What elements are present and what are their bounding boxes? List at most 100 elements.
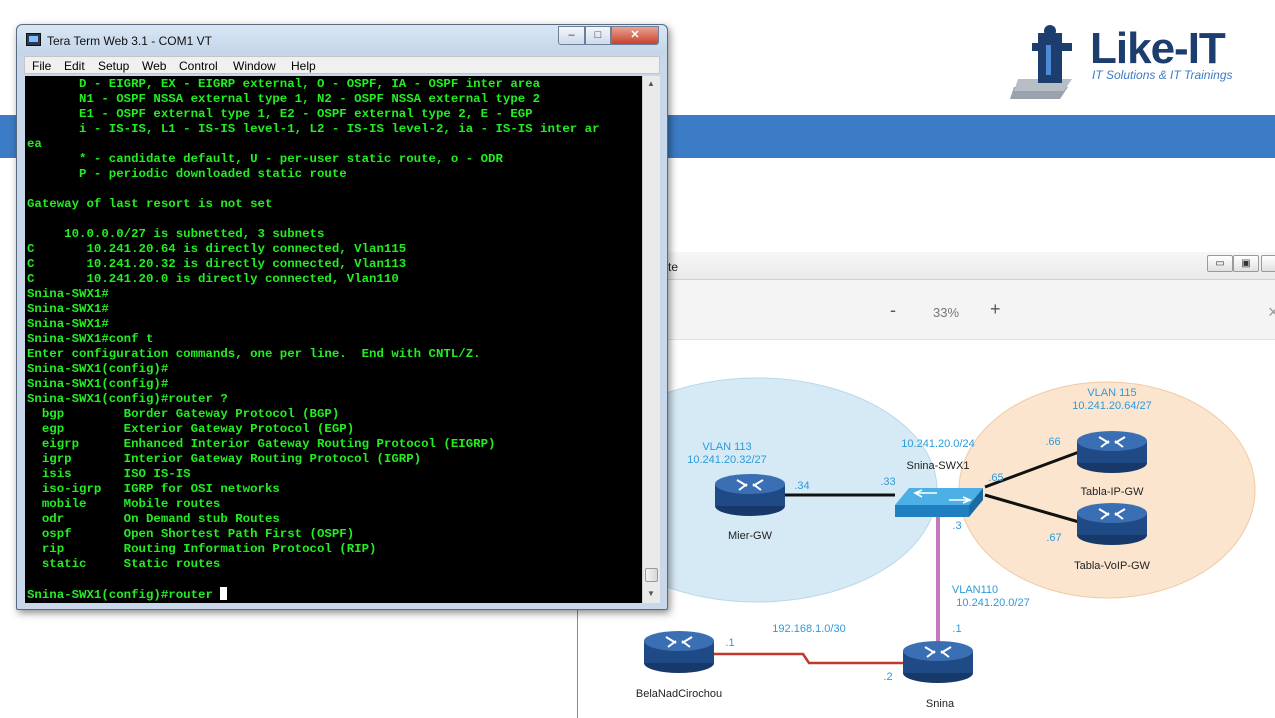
iface-tabla-voip: .67 bbox=[1046, 532, 1061, 544]
router-icon bbox=[1077, 431, 1147, 473]
terminal-cursor bbox=[220, 587, 228, 600]
scroll-up-icon[interactable]: ▲ bbox=[647, 79, 655, 88]
iface-switch-left: .33 bbox=[880, 476, 895, 488]
vlan115-name: VLAN 115 bbox=[1087, 387, 1136, 399]
menu-file[interactable]: File bbox=[32, 59, 52, 73]
terminal-line: ospf Open Shortest Path First (OSPF) bbox=[27, 527, 355, 541]
terminal-line: igrp Interior Gateway Routing Protocol (… bbox=[27, 452, 422, 466]
like-it-logo-icon bbox=[1010, 25, 1072, 99]
terminal-line bbox=[27, 572, 600, 587]
zoom-level: 33% bbox=[933, 305, 960, 320]
zoom-out-button[interactable]: - bbox=[890, 300, 896, 320]
terminal-line: static Static routes bbox=[27, 557, 221, 571]
terminal-titlebar[interactable]: Tera Term Web 3.1 - COM1 VT – □ ✕ bbox=[17, 25, 667, 55]
switch-name: Snina-SWX1 bbox=[907, 460, 970, 472]
terminal-line: Enter configuration commands, one per li… bbox=[27, 347, 481, 361]
viewer-titlebar: te ▭ ▣ bbox=[578, 252, 1275, 280]
zoom-in-button[interactable]: + bbox=[990, 299, 1001, 319]
logo-title: Like-IT bbox=[1090, 24, 1226, 73]
text-cursor-icon: I bbox=[537, 554, 547, 572]
iface-switch-right: .65 bbox=[988, 472, 1003, 484]
tera-term-window: Tera Term Web 3.1 - COM1 VT – □ ✕ File E… bbox=[16, 24, 668, 610]
router-tabla-ip-name: Tabla-IP-GW bbox=[1081, 486, 1145, 498]
terminal-screen[interactable]: D - EIGRP, EX - EIGRP external, O - OSPF… bbox=[25, 76, 642, 603]
router-icon bbox=[903, 641, 973, 683]
terminal-line: mobile Mobile routes bbox=[27, 497, 221, 511]
terminal-line: ea bbox=[27, 137, 42, 151]
terminal-scrollbar[interactable]: ▲ ▼ bbox=[642, 76, 660, 603]
terminal-line: odr On Demand stub Routes bbox=[27, 512, 280, 526]
terminal-line: Snina-SWX1# bbox=[27, 317, 109, 331]
router-icon bbox=[644, 631, 714, 673]
minimize-button[interactable]: – bbox=[558, 26, 585, 45]
terminal-line: * - candidate default, U - per-user stat… bbox=[27, 152, 503, 166]
link-switch-tabla-voip bbox=[984, 493, 1080, 524]
viewer-toolbar: - 33% + × bbox=[578, 280, 1275, 340]
vlan113-name: VLAN 113 bbox=[702, 441, 751, 453]
maximize-button[interactable]: □ bbox=[585, 26, 611, 45]
vlan110-name: VLAN110 bbox=[952, 584, 998, 596]
router-mier-name: Mier-GW bbox=[728, 530, 773, 542]
viewer-minimize-button[interactable]: ▭ bbox=[1207, 255, 1233, 272]
terminal-line: C 10.241.20.32 is directly connected, Vl… bbox=[27, 257, 407, 271]
router-icon bbox=[1077, 503, 1147, 545]
network-diagram: VLAN 113 10.241.20.32/27 VLAN 115 10.241… bbox=[577, 377, 1256, 710]
iface-snina-left: .2 bbox=[883, 671, 892, 683]
terminal-line bbox=[27, 182, 600, 197]
logo-subtitle: IT Solutions & IT Trainings bbox=[1092, 68, 1233, 82]
terminal-line: C 10.241.20.0 is directly connected, Vla… bbox=[27, 272, 399, 286]
iface-bela: .1 bbox=[725, 637, 734, 649]
terminal-menubar: File Edit Setup Web Control Window Help bbox=[24, 56, 660, 74]
terminal-line: Snina-SWX1#conf t bbox=[27, 332, 154, 346]
terminal-app-icon bbox=[26, 33, 41, 46]
terminal-line: Snina-SWX1(config)# bbox=[27, 362, 169, 376]
terminal-line: bgp Border Gateway Protocol (BGP) bbox=[27, 407, 340, 421]
vlan113-subnet: 10.241.20.32/27 bbox=[687, 454, 767, 466]
terminal-line: D - EIGRP, EX - EIGRP external, O - OSPF… bbox=[27, 77, 541, 91]
iface-tabla-ip: .66 bbox=[1045, 436, 1060, 448]
terminal-line bbox=[27, 212, 600, 227]
terminal-line: Snina-SWX1(config)#router bbox=[27, 587, 600, 603]
terminal-line: Snina-SWX1(config)# bbox=[27, 377, 169, 391]
terminal-line: E1 - OSPF external type 1, E2 - OSPF ext… bbox=[27, 107, 533, 121]
menu-setup[interactable]: Setup bbox=[98, 59, 130, 73]
scrollbar-thumb[interactable] bbox=[645, 568, 658, 582]
terminal-title: Tera Term Web 3.1 - COM1 VT bbox=[47, 34, 212, 48]
menu-edit[interactable]: Edit bbox=[64, 59, 85, 73]
router-tabla-voip-name: Tabla-VoIP-GW bbox=[1074, 560, 1150, 572]
terminal-line: iso-igrp IGRP for OSI networks bbox=[27, 482, 280, 496]
terminal-line: isis ISO IS-IS bbox=[27, 467, 191, 481]
terminal-line: Snina-SWX1(config)#router ? bbox=[27, 392, 228, 406]
menu-control[interactable]: Control bbox=[179, 59, 218, 73]
terminal-line: P - periodic downloaded static route bbox=[27, 167, 347, 181]
switch-icon bbox=[895, 488, 983, 517]
close-button[interactable]: ✕ bbox=[611, 26, 659, 45]
terminal-line: C 10.241.20.64 is directly connected, Vl… bbox=[27, 242, 407, 256]
router-bela-name: BelaNadCirochou bbox=[636, 688, 722, 700]
terminal-line: N1 - OSPF NSSA external type 1, N2 - OSP… bbox=[27, 92, 541, 106]
viewer-close-button[interactable] bbox=[1261, 255, 1275, 272]
terminal-line: Snina-SWX1# bbox=[27, 302, 109, 316]
link-bela-snina bbox=[712, 652, 907, 665]
terminal-line: egp Exterior Gateway Protocol (EGP) bbox=[27, 422, 355, 436]
menu-window[interactable]: Window bbox=[233, 59, 276, 73]
wan-subnet: 192.168.1.0/30 bbox=[772, 623, 845, 635]
iface-mier: .34 bbox=[794, 480, 809, 492]
scroll-down-icon[interactable]: ▼ bbox=[647, 589, 655, 598]
menu-web[interactable]: Web bbox=[142, 59, 167, 73]
terminal-line: rip Routing Information Protocol (RIP) bbox=[27, 542, 377, 556]
viewer-maximize-button[interactable]: ▣ bbox=[1233, 255, 1259, 272]
terminal-output: D - EIGRP, EX - EIGRP external, O - OSPF… bbox=[27, 77, 600, 603]
router-snina-name: Snina bbox=[926, 698, 955, 710]
switch-subnet: 10.241.20.0/24 bbox=[901, 438, 974, 450]
vlan110-subnet: 10.241.20.0/27 bbox=[956, 597, 1029, 609]
router-icon bbox=[715, 474, 785, 516]
viewer-title: te bbox=[668, 260, 679, 274]
terminal-line: i - IS-IS, L1 - IS-IS level-1, L2 - IS-I… bbox=[27, 122, 600, 136]
vlan115-subnet: 10.241.20.64/27 bbox=[1072, 400, 1152, 412]
terminal-line: Snina-SWX1# bbox=[27, 287, 109, 301]
terminal-line: 10.0.0.0/27 is subnetted, 3 subnets bbox=[27, 227, 325, 241]
close-icon[interactable]: × bbox=[1268, 302, 1275, 322]
menu-help[interactable]: Help bbox=[291, 59, 316, 73]
